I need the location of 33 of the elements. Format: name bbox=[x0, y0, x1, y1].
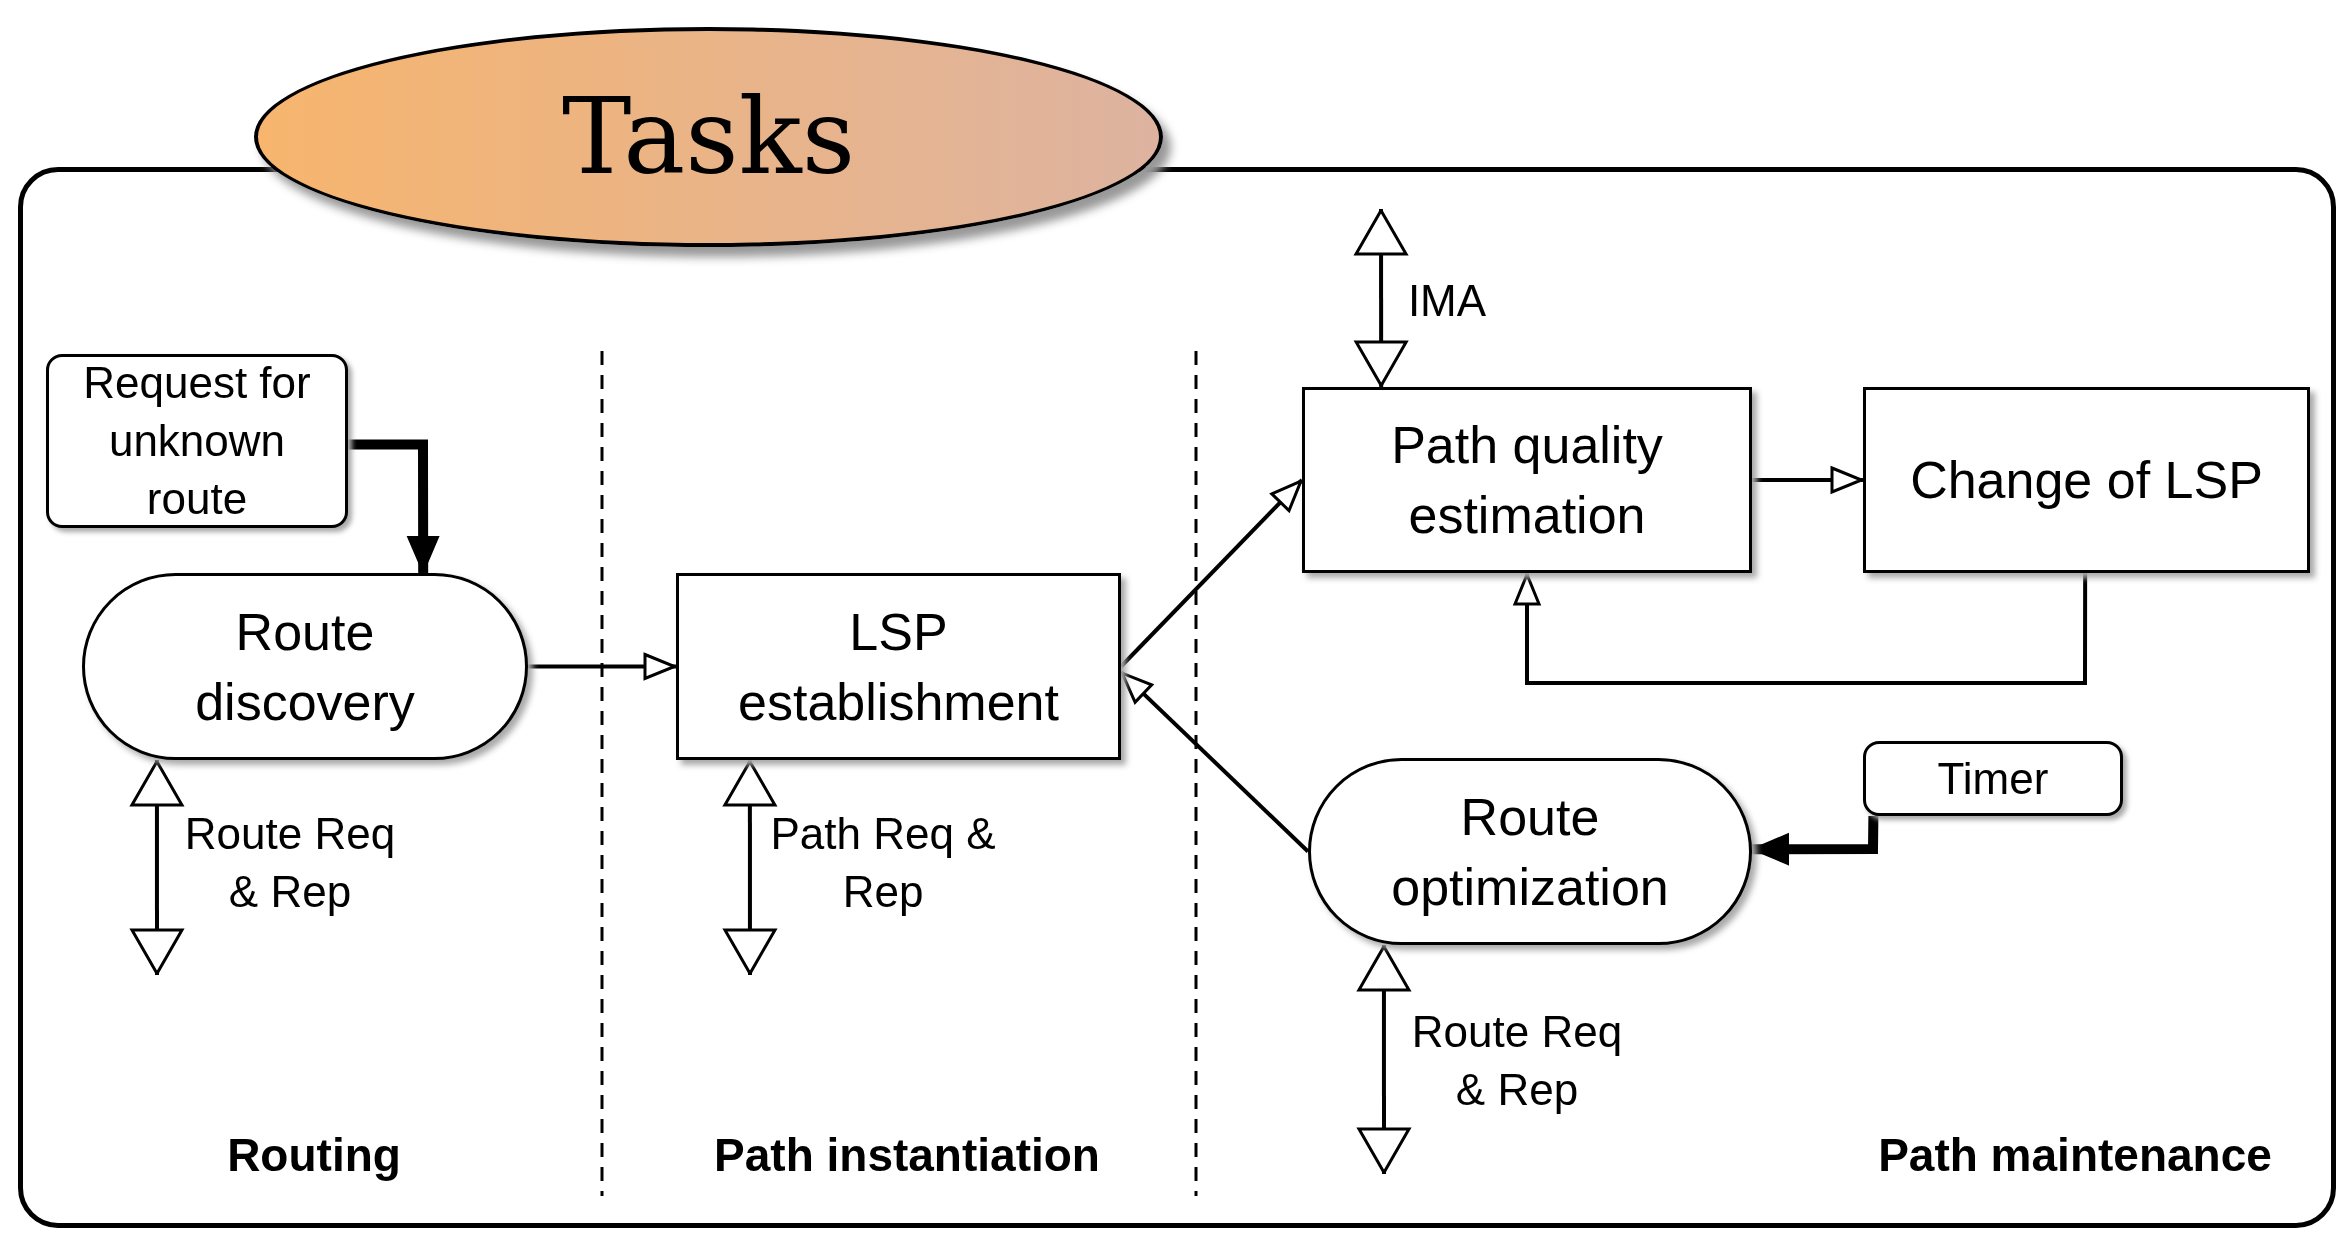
node-label: LSP establishment bbox=[737, 601, 1060, 733]
edge-label: Path Req & Rep bbox=[769, 808, 997, 918]
edge-label: Route Req & Rep bbox=[183, 808, 397, 918]
process-box bbox=[1863, 387, 2310, 573]
double-arrow bbox=[130, 760, 184, 975]
arrow bbox=[1513, 573, 2088, 685]
section-label: Path instantiation bbox=[714, 1128, 1100, 1182]
double-arrow bbox=[1357, 945, 1411, 1174]
node-label: Path quality estimation bbox=[1390, 415, 1664, 546]
section-label: Path maintenance bbox=[1878, 1128, 2272, 1182]
node-label: Request for unknown route bbox=[82, 357, 312, 525]
node-label: Route discovery bbox=[194, 601, 416, 733]
arrow bbox=[1752, 466, 1863, 494]
double-arrow bbox=[1354, 209, 1408, 387]
node-label: Change of LSP bbox=[1910, 450, 2263, 511]
arrow bbox=[528, 653, 676, 680]
process-stadium bbox=[1308, 758, 1752, 945]
section-label: Routing bbox=[227, 1128, 401, 1182]
process-stadium bbox=[82, 573, 528, 760]
input-box bbox=[46, 354, 348, 528]
arrow bbox=[348, 439, 440, 573]
process-box bbox=[676, 573, 1121, 760]
arrow bbox=[1119, 478, 1304, 668]
input-box bbox=[1863, 741, 2123, 816]
arrow bbox=[1752, 815, 1879, 866]
title-text: Tasks bbox=[561, 77, 856, 197]
arrow bbox=[1119, 670, 1310, 853]
edge-label: Route Req & Rep bbox=[1410, 1006, 1624, 1116]
double-arrow bbox=[723, 760, 777, 975]
node-label: Route optimization bbox=[1390, 786, 1670, 918]
node-label: Timer bbox=[1937, 753, 2049, 804]
process-box bbox=[1302, 387, 1752, 573]
edge-label: IMA bbox=[1406, 275, 1488, 327]
